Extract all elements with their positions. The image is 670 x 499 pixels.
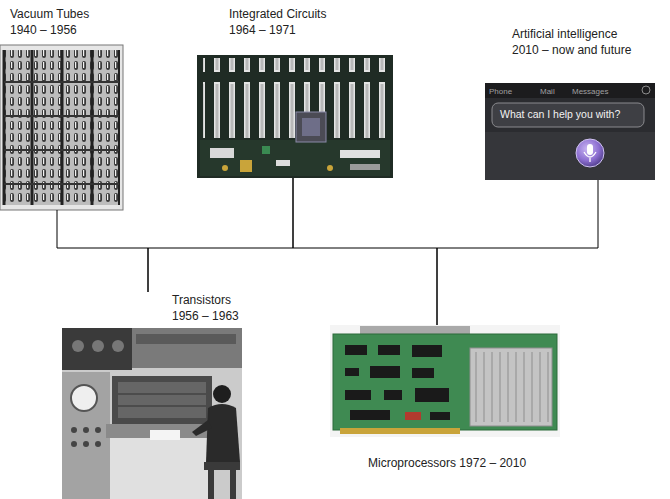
app-bar [485,83,655,98]
board [197,55,393,178]
era-caption: Integrated Circuits1964 – 1971 [229,6,326,38]
desk [110,438,214,499]
screen-label: Mail [540,87,555,97]
era-node: Artificial intelligence2010 – now and fu… [485,26,655,180]
screen-label: What can I help you with? [500,108,620,121]
era-node: Microprocessors 1972 – 2010 [330,325,560,477]
microprocessor-board-photo [330,325,560,437]
heatsink [470,348,552,426]
timeline-connector [293,178,437,325]
era-caption: Vacuum Tubes1940 – 1956 [10,6,89,38]
era-caption: Transistors1956 – 1963 [172,292,239,324]
era-dates: 1956 – 1963 [172,308,239,324]
era-caption: Artificial intelligence2010 – now and fu… [512,26,631,58]
era-name: Integrated Circuits [229,6,326,22]
photo-ground [62,328,242,499]
tube-rack [4,50,119,205]
pcb [333,334,557,430]
era-name: Transistors [172,292,239,308]
assistant-screen-photo [485,83,655,180]
cabinet [62,328,132,370]
vacuum-tube-photo [0,45,123,210]
chip [296,112,326,142]
era-node: Transistors1956 – 1963 [62,292,243,499]
screen [485,83,655,180]
photo-ground [330,325,560,437]
transistor-computer-photo [62,328,242,499]
oscilloscope [62,372,110,499]
era-name: Microprocessors 1972 – 2010 [368,455,526,471]
microphone-button [576,139,604,167]
timeline-connector [57,210,148,292]
operator-figure [192,385,240,499]
era-node: Vacuum Tubes1940 – 1956 [0,6,123,210]
edge-connector [340,428,460,434]
era-dates: 2010 – now and future [512,42,631,58]
console [112,376,212,424]
info-icon [642,86,650,94]
era-node: Integrated Circuits1964 – 1971 [197,6,393,178]
era-caption: Microprocessors 1972 – 2010 [368,455,526,471]
era-name: Vacuum Tubes [10,6,89,22]
era-name: Artificial intelligence [512,26,631,42]
photo-ground [0,45,123,210]
circuit-board-photo [197,55,393,178]
screen-label: Phone [489,87,512,97]
timeline-connector [437,180,598,325]
speech-bubble [492,103,644,127]
screen-label: Messages [572,87,608,97]
era-dates: 1940 – 1956 [10,22,89,38]
era-dates: 1964 – 1971 [229,22,326,38]
timeline-connector [148,178,293,292]
